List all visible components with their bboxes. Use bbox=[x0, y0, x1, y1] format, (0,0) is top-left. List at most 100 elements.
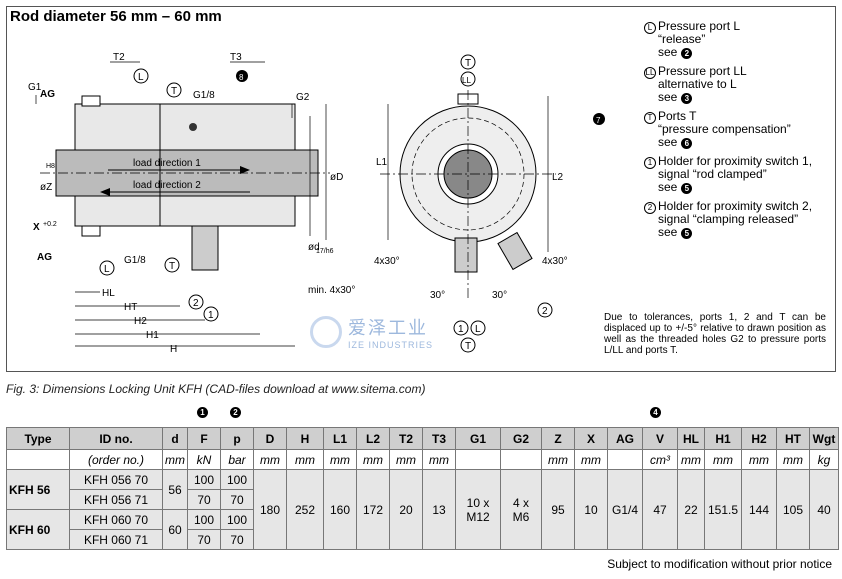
dim-angle-3: 30° bbox=[492, 290, 507, 301]
svg-text:2: 2 bbox=[542, 306, 548, 317]
id-cell: KFH 056 71 bbox=[69, 489, 163, 510]
l2-cell: 172 bbox=[356, 469, 390, 550]
unit-cell: bar bbox=[220, 449, 254, 470]
column-header: L1 bbox=[323, 427, 357, 450]
page-title: Rod diameter 56 mm – 60 mm bbox=[10, 8, 222, 25]
legend-symbol: T bbox=[644, 112, 656, 124]
legend-text: Ports T bbox=[658, 109, 697, 123]
h-cell: 252 bbox=[286, 469, 324, 550]
dim-od17-sub: 17/h6 bbox=[316, 248, 334, 255]
id-cell: KFH 060 70 bbox=[69, 509, 163, 530]
p-cell: 70 bbox=[220, 489, 254, 510]
marker-t-front-bottom: T bbox=[460, 337, 476, 353]
tolerance-note: Due to tolerances, ports 1, 2 and T can … bbox=[604, 312, 826, 356]
port-ag-bottom: AG bbox=[37, 252, 52, 263]
column-header: D bbox=[253, 427, 287, 450]
ht-cell: 105 bbox=[776, 469, 810, 550]
dim-oz-tol: H8 bbox=[46, 163, 55, 170]
marker-ll: LL bbox=[460, 71, 476, 87]
x-cell: 10 bbox=[574, 469, 608, 550]
legend-text: “release” bbox=[658, 32, 706, 46]
dim-t3: T3 bbox=[230, 52, 242, 63]
column-header: G2 bbox=[500, 427, 542, 450]
p-cell: 70 bbox=[220, 529, 254, 550]
dim-oz: øZ bbox=[40, 182, 52, 193]
unit-cell: mm bbox=[253, 449, 287, 470]
marker-l-bottom: L bbox=[99, 260, 115, 276]
legend-see: see bbox=[658, 90, 678, 104]
legend-text: Pressure port L bbox=[658, 19, 741, 33]
column-header: X bbox=[574, 427, 608, 450]
legend-text: Pressure port LL bbox=[658, 64, 747, 78]
dim-angle-2: 30° bbox=[430, 290, 445, 301]
marker-f: 1 bbox=[197, 407, 208, 418]
legend-symbol: 1 bbox=[644, 157, 656, 169]
f-cell: 70 bbox=[187, 529, 221, 550]
unit-cell: (order no.) bbox=[69, 449, 163, 470]
column-header: p bbox=[220, 427, 254, 450]
column-header: H bbox=[286, 427, 324, 450]
load-direction-2: load direction 2 bbox=[133, 180, 201, 191]
dim-od: øD bbox=[330, 172, 343, 183]
unit-cell: mm bbox=[389, 449, 423, 470]
proximity-holder-side bbox=[191, 225, 219, 271]
logo-icon bbox=[310, 316, 342, 348]
legend-text: “pressure compensation” bbox=[658, 122, 791, 136]
h2-cell: 144 bbox=[741, 469, 777, 550]
svg-text:T: T bbox=[169, 261, 175, 272]
unit-cell bbox=[500, 449, 542, 470]
figure-caption: Fig. 3: Dimensions Locking Unit KFH (CAD… bbox=[6, 382, 426, 396]
dim-hl: HL bbox=[102, 288, 115, 299]
id-cell: KFH 060 71 bbox=[69, 529, 163, 550]
unit-cell: mm bbox=[574, 449, 608, 470]
legend-ref: 5 bbox=[681, 183, 693, 194]
unit-cell: cm³ bbox=[642, 449, 678, 470]
h1-cell: 151.5 bbox=[704, 469, 742, 550]
column-header: HT bbox=[776, 427, 810, 450]
svg-text:T: T bbox=[465, 341, 471, 352]
marker-p: 2 bbox=[230, 407, 241, 418]
unit-cell: mm bbox=[541, 449, 575, 470]
unit-cell bbox=[455, 449, 501, 470]
dim-h1: H1 bbox=[146, 330, 159, 341]
f-cell: 100 bbox=[187, 509, 221, 530]
legend-see: see bbox=[658, 45, 678, 59]
thread-g1-8-bottom: G1/8 bbox=[124, 255, 146, 266]
unit-cell bbox=[6, 449, 70, 470]
marker-t-front: T bbox=[460, 54, 476, 70]
v-cell: 47 bbox=[642, 469, 678, 550]
dim-ht: HT bbox=[124, 302, 137, 313]
legend-text: Holder for proximity switch 2, bbox=[658, 199, 813, 213]
column-header: T2 bbox=[389, 427, 423, 450]
column-header: V bbox=[642, 427, 678, 450]
svg-text:T: T bbox=[171, 86, 177, 97]
column-header: G1 bbox=[455, 427, 501, 450]
dim-x: X bbox=[33, 222, 40, 233]
unit-cell: mm bbox=[162, 449, 188, 470]
svg-text:LL: LL bbox=[462, 76, 471, 85]
hl-cell: 22 bbox=[677, 469, 705, 550]
dim-x-tol: +0.2 bbox=[43, 221, 57, 228]
marker-l-top: L bbox=[133, 68, 149, 84]
unit-cell: kg bbox=[809, 449, 839, 470]
technical-drawing: load direction 1 load direction 2 T2 T3 … bbox=[28, 52, 605, 355]
t2-cell: 20 bbox=[389, 469, 423, 550]
svg-text:7: 7 bbox=[596, 116, 601, 125]
column-header: H2 bbox=[741, 427, 777, 450]
column-header: ID no. bbox=[69, 427, 163, 450]
svg-text:2: 2 bbox=[193, 298, 199, 309]
legend-text: alternative to L bbox=[658, 77, 737, 91]
t3-cell: 13 bbox=[422, 469, 456, 550]
dim-l1: L1 bbox=[376, 157, 388, 168]
unit-cell: mm bbox=[323, 449, 357, 470]
unit-cell: mm bbox=[704, 449, 742, 470]
column-header: Z bbox=[541, 427, 575, 450]
svg-text:L: L bbox=[104, 264, 110, 275]
p-cell: 100 bbox=[220, 509, 254, 530]
